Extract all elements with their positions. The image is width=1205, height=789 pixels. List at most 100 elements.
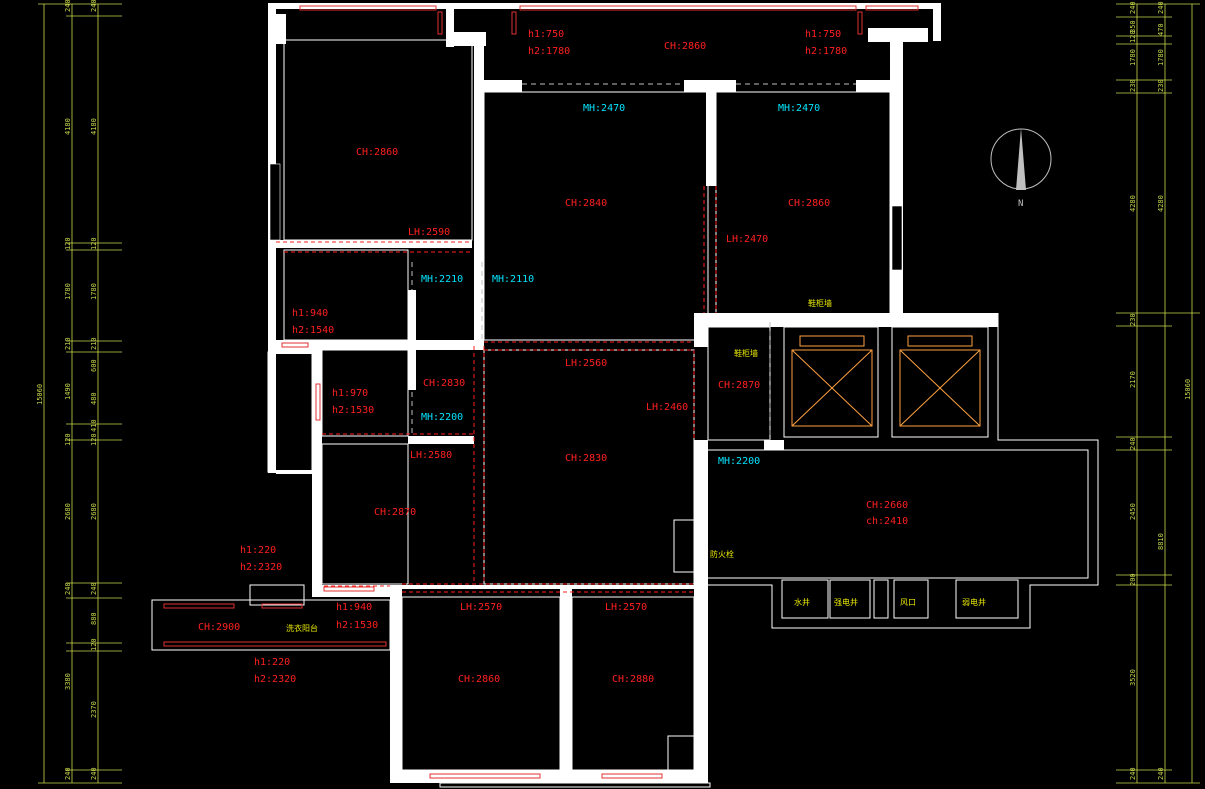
dimension-texts-left: 240 4180 120 1780 210 1490 120 2680 240 … (36, 0, 98, 780)
dim-text: 120 (90, 638, 98, 651)
lintel-label: LH:2560 (565, 358, 607, 369)
shaft-label: 风口 (900, 598, 916, 607)
dim-text: 240 (1129, 1, 1137, 14)
dim-text: 470 (1157, 23, 1165, 36)
ceiling-label: CH:2870 (718, 380, 760, 391)
note-label: 鞋柜墙 (734, 348, 758, 358)
dim-text: 600 (90, 359, 98, 372)
dim-text: 350 (1129, 20, 1137, 33)
elevator-shafts (791, 335, 981, 427)
dim-text: 120 (90, 433, 98, 446)
north-label: N (1018, 199, 1023, 209)
door-label: MH:2470 (778, 103, 820, 114)
lintel-label: LH:2470 (726, 234, 768, 245)
shaft-label: 水井 (794, 597, 810, 607)
dim-total-left: 15060 (36, 384, 44, 405)
window-label: h2:2320 (254, 674, 296, 685)
dim-text: 8810 (1157, 533, 1165, 550)
note-label: 鞋柜墙 (808, 298, 832, 308)
note-labels: 鞋柜墙 鞋柜墙 防火栓 洗衣阳台 水井 强电井 风口 弱电井 (286, 298, 986, 633)
ceiling-label: CH:2870 (374, 507, 416, 518)
dim-text: 3380 (64, 673, 72, 690)
window-label: h1:940 (336, 602, 372, 613)
window-label: h2:1530 (332, 405, 374, 416)
dim-text: 2170 (1129, 371, 1137, 388)
ceiling-label: ch:2410 (866, 516, 908, 527)
dim-text: 230 (1129, 313, 1137, 326)
dim-text: 4280 (1157, 195, 1165, 212)
ceiling-label: CH:2880 (612, 674, 654, 685)
dim-text: 230 (1129, 79, 1137, 92)
dimension-lines-left (38, 3, 122, 784)
dim-text: 4180 (90, 118, 98, 135)
dim-text: 240 (64, 767, 72, 780)
shaft-label: 强电井 (834, 597, 858, 607)
ceiling-labels: CH:2860 CH:2860 CH:2840 CH:2860 CH:2830 … (198, 41, 908, 685)
ceiling-label: CH:2860 (664, 41, 706, 52)
door-label: MH:2200 (421, 412, 463, 423)
window-label: h2:1780 (528, 46, 570, 57)
note-label: 洗衣阳台 (286, 623, 318, 633)
dim-text: 230 (1157, 79, 1165, 92)
dim-text: 240 (1157, 1, 1165, 14)
windows (163, 5, 919, 779)
lintel-label: LH:2590 (408, 227, 450, 238)
door-label: MH:2210 (421, 274, 463, 285)
ceiling-label: CH:2830 (565, 453, 607, 464)
dim-text: 120 (1129, 30, 1137, 43)
ceiling-label: CH:2860 (356, 147, 398, 158)
lintel-label: LH:2580 (410, 450, 452, 461)
window-label: h1:220 (254, 657, 290, 668)
window-label: h1:750 (805, 29, 841, 40)
dim-text: 240 (1129, 767, 1137, 780)
door-lines (411, 83, 856, 440)
dim-text: 240 (90, 767, 98, 780)
dim-text: 1780 (1129, 49, 1137, 66)
dimension-lines-right (1116, 3, 1200, 784)
dim-text: 2450 (1129, 503, 1137, 520)
dim-text: 410 (90, 419, 98, 432)
ceiling-label: CH:2900 (198, 622, 240, 633)
dim-text: 240 (64, 0, 72, 12)
dim-text: 2370 (90, 701, 98, 718)
dim-text: 240 (1129, 437, 1137, 450)
dim-text: 120 (90, 237, 98, 250)
dim-total-right: 15060 (1184, 379, 1192, 400)
walls (268, 3, 998, 783)
dim-text: 120 (64, 237, 72, 250)
dim-text: 1490 (64, 383, 72, 400)
dim-text: 200 (1129, 573, 1137, 586)
dim-text: 240 (64, 582, 72, 595)
dim-text: 210 (90, 337, 98, 350)
ceiling-label: CH:2860 (458, 674, 500, 685)
dim-text: 1780 (90, 283, 98, 300)
dim-text: 240 (90, 0, 98, 12)
dim-text: 120 (64, 433, 72, 446)
dimension-texts-right: 240 350 120 1780 230 4280 230 2170 240 2… (1129, 1, 1192, 780)
north-arrow: N (990, 128, 1052, 209)
note-label: 防火栓 (710, 549, 734, 559)
wall-openings (269, 163, 903, 271)
window-label: h1:940 (292, 308, 328, 319)
dim-text: 2680 (64, 503, 72, 520)
window-label: h1:970 (332, 388, 368, 399)
dim-text: 4180 (64, 118, 72, 135)
dim-text: 480 (90, 392, 98, 405)
dim-text: 240 (90, 582, 98, 595)
window-label: h2:1780 (805, 46, 847, 57)
ceiling-label: CH:2860 (788, 198, 830, 209)
dim-text: 880 (90, 612, 98, 625)
dim-text: 2680 (90, 503, 98, 520)
window-label: h2:2320 (240, 562, 282, 573)
dim-text: 4280 (1129, 195, 1137, 212)
beam-lines (276, 186, 717, 593)
door-label: MH:2470 (583, 103, 625, 114)
window-label: h2:1530 (336, 620, 378, 631)
door-label: MH:2110 (492, 274, 534, 285)
dim-text: 210 (64, 337, 72, 350)
lintel-label: LH:2570 (605, 602, 647, 613)
dim-text: 1780 (1157, 49, 1165, 66)
ceiling-label: CH:2660 (866, 500, 908, 511)
door-label: MH:2200 (718, 456, 760, 467)
